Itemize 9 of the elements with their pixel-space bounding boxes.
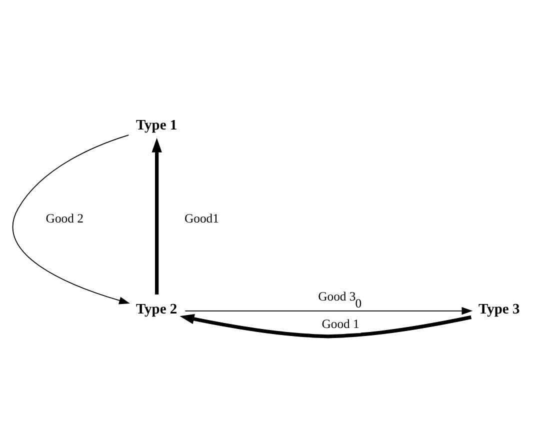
node-text: Type 2 (136, 301, 178, 318)
edge-label: Good1 (184, 212, 219, 226)
edge-label: Good 1 (322, 316, 360, 331)
node-text: Type 3 (478, 301, 520, 318)
arrow (184, 307, 473, 315)
arrow (12, 134, 130, 304)
arrow (152, 138, 162, 294)
node-text: Type 1 (136, 117, 178, 134)
edge-label: Good 2 (46, 212, 84, 226)
